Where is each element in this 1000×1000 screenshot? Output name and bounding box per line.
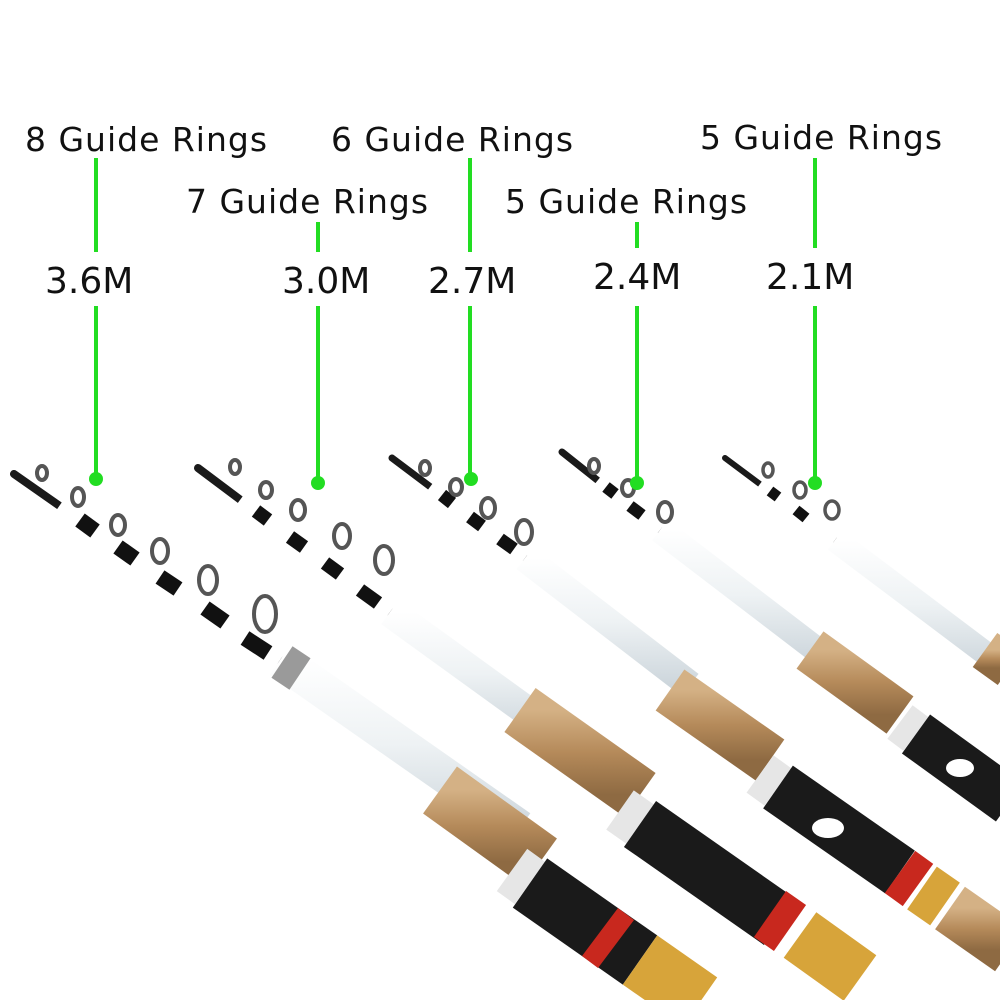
rod-1-guide-rings-label: 8 Guide Rings [25,120,269,159]
rod-3-length-label: 2.7M [428,261,517,302]
rod-2-guide-rings-label: 7 Guide Rings [186,182,430,221]
rod-3 [388,454,1000,972]
rod-4 [558,448,1000,822]
callout-lines [89,158,822,490]
rod-1-length-label: 3.6M [45,261,134,302]
rod-3-guide-rings-label: 6 Guide Rings [331,120,575,159]
rod-5 [722,455,1000,686]
rod-4-guide-rings-label: 5 Guide Rings [505,182,749,221]
rod-1 [10,464,718,1000]
rod-2 [194,458,877,1000]
rod-5-guide-rings-label: 5 Guide Rings [700,118,944,157]
rod-4-length-label: 2.4M [593,257,682,298]
rod-2-length-label: 3.0M [282,261,371,302]
rod-5-length-label: 2.1M [766,257,855,298]
